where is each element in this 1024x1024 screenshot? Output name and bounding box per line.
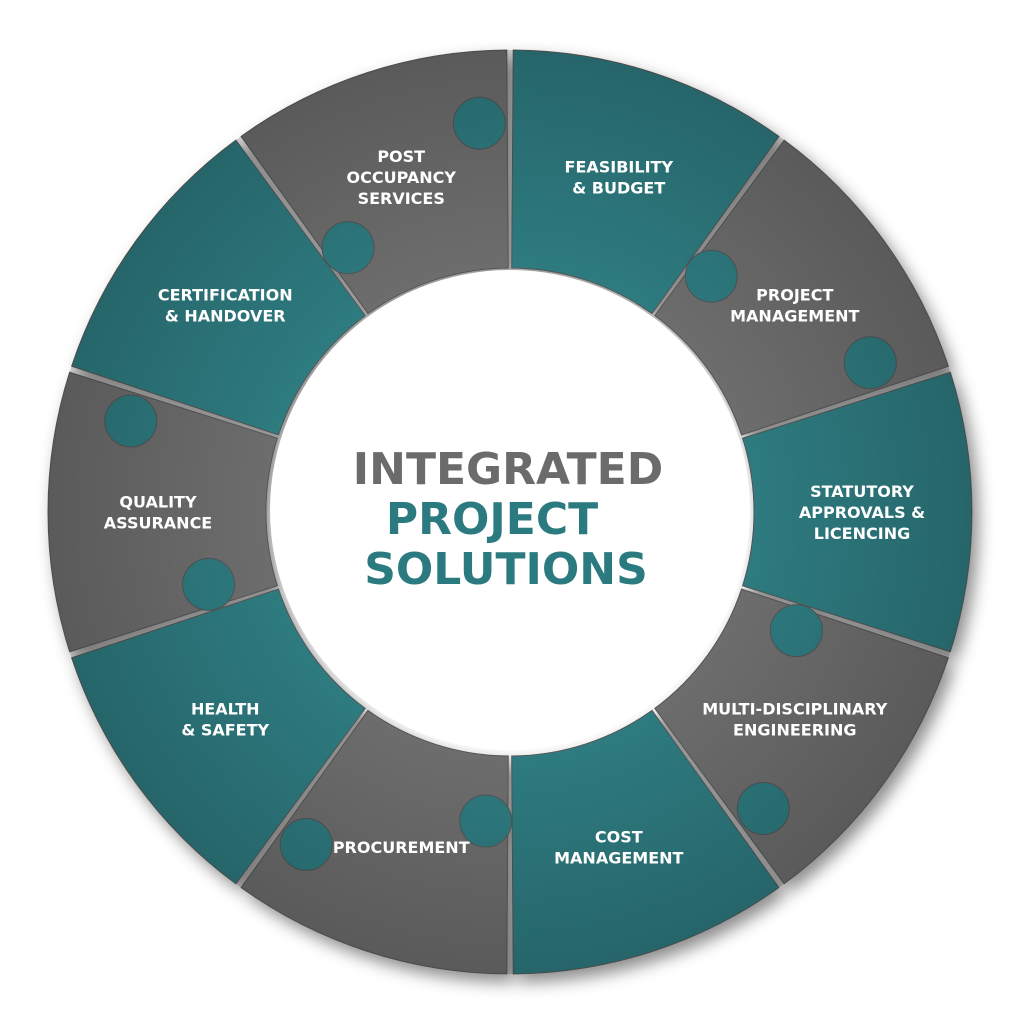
segment-label-line: ENGINEERING bbox=[733, 720, 856, 739]
segment-labels: POST OCCUPANCY SERVICES FEASIBILITY & BUDGET… bbox=[104, 147, 925, 867]
segment-label-line: POST bbox=[377, 147, 425, 166]
segment-label-6: COST MANAGEMENT bbox=[554, 827, 683, 867]
segment-label-line: & SAFETY bbox=[181, 720, 269, 739]
segment-label-line: COST bbox=[595, 827, 643, 846]
segment-label-7: PROCUREMENT bbox=[333, 838, 470, 857]
title-line-2: PROJECT bbox=[386, 494, 598, 545]
segment-label-4: STATUTORY APPROVALS & LICENCING bbox=[799, 482, 925, 543]
segment-label-line: SERVICES bbox=[358, 189, 445, 208]
segment-label-8: HEALTH & SAFETY bbox=[181, 699, 269, 739]
segment-label-5: MULTI-DISCIPLINARY ENGINEERING bbox=[702, 699, 888, 739]
segment-label-line: CERTIFICATION bbox=[158, 286, 293, 305]
segment-label-line: STATUTORY bbox=[810, 482, 914, 501]
segment-label-3: PROJECT MANAGEMENT bbox=[730, 286, 859, 326]
segment-label-line: HEALTH bbox=[191, 699, 260, 718]
segment-label-line: MANAGEMENT bbox=[554, 848, 683, 867]
segment-label-line: MULTI-DISCIPLINARY bbox=[702, 699, 888, 718]
segment-label-line: ASSURANCE bbox=[104, 514, 212, 533]
segment-label-line: & HANDOVER bbox=[165, 307, 286, 326]
segment-label-line: PROJECT bbox=[756, 286, 833, 305]
segment-label-line: & BUDGET bbox=[572, 179, 665, 198]
segment-label-line: FEASIBILITY bbox=[565, 158, 674, 177]
segment-label-1: POST OCCUPANCY SERVICES bbox=[347, 147, 457, 208]
segment-label-10: CERTIFICATION & HANDOVER bbox=[158, 286, 293, 326]
segment-label-line: OCCUPANCY bbox=[347, 168, 457, 187]
segment-label-line: MANAGEMENT bbox=[730, 307, 859, 326]
center-circle bbox=[270, 270, 750, 750]
segment-label-2: FEASIBILITY & BUDGET bbox=[565, 158, 674, 198]
title-line-3: SOLUTIONS bbox=[364, 544, 648, 595]
segment-label-line: APPROVALS & bbox=[799, 503, 925, 522]
segment-label-9: QUALITY ASSURANCE bbox=[104, 493, 212, 533]
segment-label-line: QUALITY bbox=[119, 493, 197, 512]
title-line-1: INTEGRATED bbox=[353, 444, 664, 495]
segment-label-line: LICENCING bbox=[814, 524, 910, 543]
segment-label-line: PROCUREMENT bbox=[333, 838, 470, 857]
